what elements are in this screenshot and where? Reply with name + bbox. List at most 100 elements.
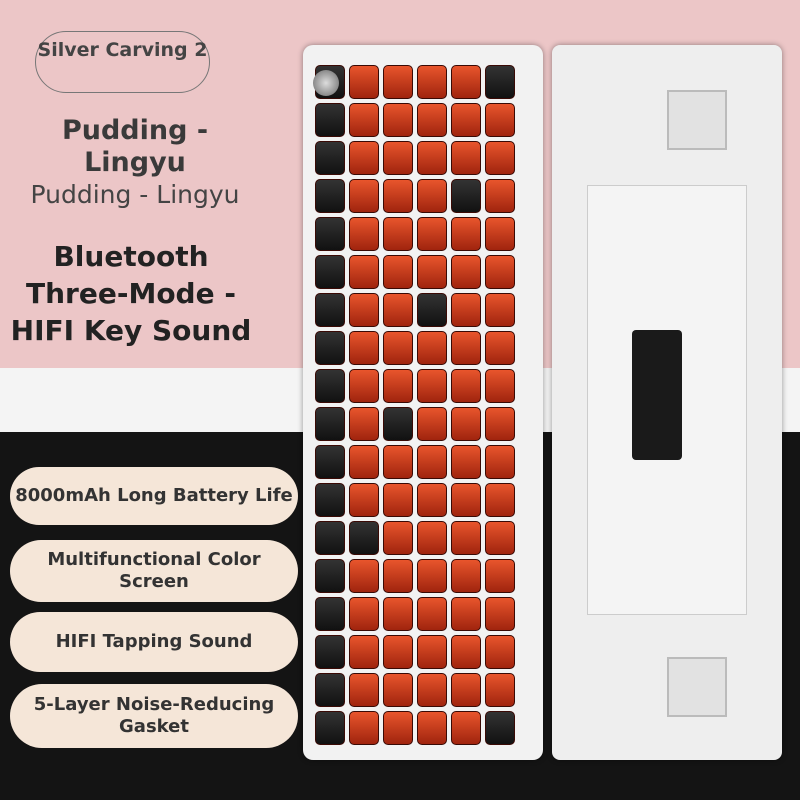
keycap — [315, 407, 345, 441]
keycap — [315, 369, 345, 403]
keycap — [383, 711, 413, 745]
keycap — [315, 559, 345, 593]
keycap — [417, 711, 447, 745]
headline: Bluetooth Three-Mode - HIFI Key Sound — [10, 240, 252, 347]
keycap — [383, 65, 413, 99]
keycap — [485, 407, 515, 441]
keycap — [383, 407, 413, 441]
keycap — [383, 483, 413, 517]
keyboard-back-image — [552, 45, 782, 760]
keycap — [349, 293, 379, 327]
keycap — [383, 635, 413, 669]
keycap — [451, 673, 481, 707]
keycap — [315, 597, 345, 631]
keycap — [417, 407, 447, 441]
keycap — [485, 331, 515, 365]
volume-knob — [313, 70, 339, 96]
keycap — [349, 217, 379, 251]
keycap — [349, 407, 379, 441]
product-subtitle: Pudding - Lingyu — [30, 180, 240, 209]
keycap — [485, 559, 515, 593]
keycap — [485, 483, 515, 517]
keycap — [315, 483, 345, 517]
keycap — [383, 673, 413, 707]
keycap — [451, 559, 481, 593]
keycap — [485, 293, 515, 327]
keycap — [349, 635, 379, 669]
keycap — [485, 255, 515, 289]
keycap — [451, 179, 481, 213]
keycap — [417, 635, 447, 669]
keycap — [451, 65, 481, 99]
keycap — [349, 369, 379, 403]
keycap — [451, 407, 481, 441]
keycap — [485, 711, 515, 745]
keycap — [383, 293, 413, 327]
keycap — [383, 369, 413, 403]
keycap — [417, 369, 447, 403]
keycap — [383, 179, 413, 213]
keycap — [349, 103, 379, 137]
keycap — [349, 521, 379, 555]
keycap — [417, 217, 447, 251]
keycap — [451, 445, 481, 479]
keycap — [485, 103, 515, 137]
keycap — [383, 445, 413, 479]
keycap — [417, 673, 447, 707]
keycap — [417, 103, 447, 137]
keycap — [417, 559, 447, 593]
keycap — [485, 635, 515, 669]
keycap — [383, 255, 413, 289]
keycap — [315, 711, 345, 745]
keycap — [315, 293, 345, 327]
keycap — [315, 255, 345, 289]
feature-sound: HIFI Tapping Sound — [10, 612, 298, 672]
keycap — [315, 521, 345, 555]
keycap — [315, 141, 345, 175]
keycap — [417, 483, 447, 517]
keycap — [315, 103, 345, 137]
feature-screen: Multifunctional Color Screen — [10, 540, 298, 602]
keycap — [383, 521, 413, 555]
keycap — [451, 597, 481, 631]
keycap — [315, 635, 345, 669]
keycap — [315, 179, 345, 213]
keycap — [485, 65, 515, 99]
keycap — [383, 103, 413, 137]
keycap — [417, 255, 447, 289]
keycap — [451, 293, 481, 327]
keycap — [349, 597, 379, 631]
keycap — [451, 711, 481, 745]
keycap — [485, 445, 515, 479]
keycap — [315, 217, 345, 251]
keycap — [349, 445, 379, 479]
product-label — [632, 330, 682, 460]
keyboard-front-image — [303, 45, 543, 760]
keycap — [485, 141, 515, 175]
keycaps — [315, 65, 515, 745]
keycap — [451, 483, 481, 517]
keycap — [417, 293, 447, 327]
variant-badge: Silver Carving 2 — [35, 31, 210, 93]
keycap — [485, 521, 515, 555]
keycap — [349, 559, 379, 593]
kickstand-top — [667, 90, 727, 150]
keycap — [349, 673, 379, 707]
keycap — [451, 635, 481, 669]
keycap — [349, 711, 379, 745]
keycap — [349, 141, 379, 175]
keycap — [451, 369, 481, 403]
kickstand-bottom — [667, 657, 727, 717]
keycap — [349, 483, 379, 517]
keycap — [417, 65, 447, 99]
keycap — [383, 331, 413, 365]
keycap — [485, 217, 515, 251]
keycap — [417, 141, 447, 175]
keycap — [349, 255, 379, 289]
keycap — [485, 179, 515, 213]
keycap — [349, 179, 379, 213]
keycap — [451, 217, 481, 251]
keycap — [485, 673, 515, 707]
keycap — [417, 179, 447, 213]
keycap — [417, 597, 447, 631]
